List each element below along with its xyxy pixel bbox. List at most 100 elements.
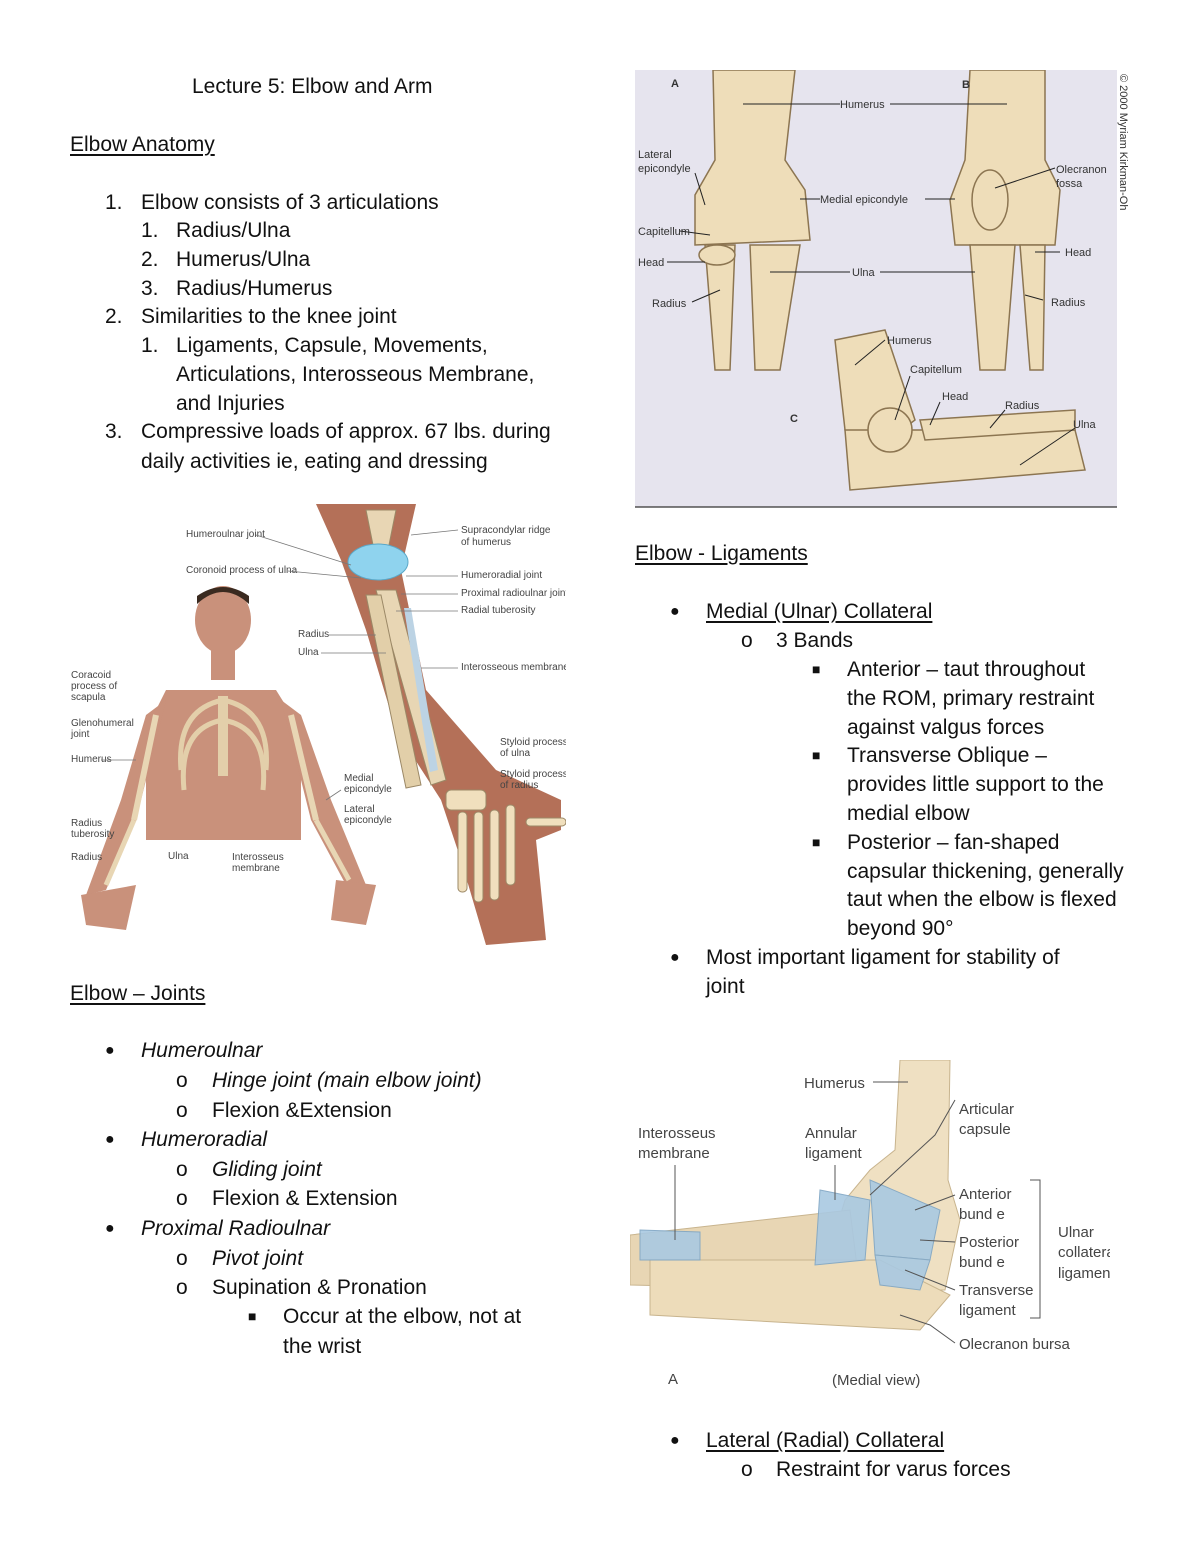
- label-c: C: [790, 413, 798, 425]
- panel-c-bones: [834, 329, 1086, 491]
- label-styloid-radius-2: of radius: [500, 780, 538, 791]
- label-interosseus-2: membrane: [638, 1145, 710, 1162]
- label-styloid-radius-1: Styloid process: [500, 769, 566, 780]
- label-capitellum-c: Capitellum: [910, 364, 962, 376]
- label-prox-radioulnar: Proximal radioulnar joint: [461, 588, 566, 599]
- section-heading-joints: Elbow – Joints: [70, 982, 206, 1005]
- label-medial-view: (Medial view): [832, 1372, 920, 1389]
- label-radial-tuberosity: Radial tuberosity: [461, 605, 535, 616]
- list-item-line: daily activities ie, eating and dressing: [141, 450, 488, 473]
- label-humeroulnar: Humeroulnar joint: [186, 529, 265, 540]
- list-num: 2.: [105, 305, 123, 328]
- label-medial-epi-2: epicondyle: [344, 784, 392, 795]
- label-glenohumeral-2: joint: [70, 729, 90, 740]
- list-num: 1.: [141, 219, 159, 242]
- copyright-text: © 2000 Myriam Kirkman-Oh: [1117, 74, 1129, 210]
- bone-labels: A B C Humerus Lateral epicondyle Olecran…: [638, 74, 1129, 431]
- list-item: Humeroulnar: [141, 1039, 263, 1062]
- circle-bullet-icon: o: [741, 1458, 753, 1481]
- list-num: 1.: [141, 334, 159, 357]
- ribs: [178, 697, 269, 791]
- list-item-line: taut when the elbow is flexed: [847, 888, 1117, 911]
- label-bursa: Olecranon bursa: [959, 1336, 1071, 1353]
- circle-bullet-icon: o: [741, 629, 753, 652]
- list-item: Similarities to the knee joint: [141, 305, 397, 328]
- label-styloid-ulna-1: Styloid process: [500, 737, 566, 748]
- label-olecranon-2: fossa: [1056, 178, 1083, 190]
- list-item: Proximal Radioulnar: [141, 1217, 331, 1240]
- bullet-icon: ●: [105, 1220, 115, 1237]
- label-ulna-c: Ulna: [1073, 419, 1097, 431]
- list-item: Elbow consists of 3 articulations: [141, 191, 439, 214]
- list-num: 3.: [141, 277, 159, 300]
- label-olecranon-1: Olecranon: [1056, 164, 1107, 176]
- label-humerus-c: Humerus: [887, 335, 932, 347]
- label-lateral-epi-1: Lateral: [344, 804, 375, 815]
- list-item-line: Most important ligament for stability of: [706, 946, 1060, 969]
- label-styloid-ulna-2: of ulna: [500, 748, 530, 759]
- label-transverse-1: Transverse: [959, 1282, 1033, 1299]
- section-heading-anatomy: Elbow Anatomy: [70, 133, 215, 156]
- list-item-line: capsular thickening, generally: [847, 860, 1124, 883]
- label-lateral-epi-2: epicondyle: [344, 815, 392, 826]
- square-bullet-icon: ■: [812, 661, 821, 677]
- label-radius: Radius: [298, 629, 329, 640]
- list-item: Flexion &Extension: [212, 1099, 392, 1122]
- list-item-line: the wrist: [283, 1335, 362, 1358]
- square-bullet-icon: ■: [248, 1308, 257, 1324]
- label-transverse-2: ligament: [959, 1302, 1017, 1319]
- label-panel-a: A: [668, 1371, 678, 1388]
- bullet-icon: ●: [670, 603, 680, 620]
- medial-leader-lines: [674, 1081, 1041, 1344]
- label-humeroradial: Humeroradial joint: [461, 570, 542, 581]
- bullet-icon: ●: [670, 949, 680, 966]
- head: [195, 586, 251, 654]
- label-anterior-2: bund e: [959, 1206, 1005, 1223]
- list-item-line: Compressive loads of approx. 67 lbs. dur…: [141, 420, 551, 443]
- label-head-b: Head: [1065, 247, 1091, 259]
- elbow-bones-medial: [630, 1060, 961, 1331]
- radius-bone: [365, 594, 422, 789]
- label-a: A: [671, 78, 679, 90]
- medial-labels: Humerus Articular capsule Interosseus me…: [638, 1075, 1110, 1389]
- label-annular-2: ligament: [805, 1145, 863, 1162]
- bullet-icon: ●: [670, 1432, 680, 1449]
- list-item-line: against valgus forces: [847, 716, 1045, 739]
- square-bullet-icon: ■: [812, 834, 821, 850]
- label-interosseus-1: Interosseus: [638, 1125, 716, 1142]
- label-humerus: Humerus: [840, 99, 885, 111]
- label-interosseous2-1: Interosseus: [232, 852, 284, 863]
- label-interosseous2-2: membrane: [232, 863, 280, 874]
- label-ulnar-1: Ulnar: [1058, 1224, 1094, 1241]
- label-annular-1: Annular: [805, 1125, 857, 1142]
- label-head: Head: [638, 257, 664, 269]
- list-item-line: Ligaments, Capsule, Movements,: [176, 334, 488, 357]
- list-item-line: joint: [706, 975, 745, 998]
- elbow-bones-figure: A B C Humerus Lateral epicondyle Olecran…: [635, 70, 1129, 508]
- label-lateral-epi-2: epicondyle: [638, 163, 691, 175]
- label-radius: Radius: [652, 298, 687, 310]
- list-item-line: and Injuries: [176, 392, 285, 415]
- list-item-line: Occur at the elbow, not at: [283, 1305, 522, 1328]
- circle-bullet-icon: o: [176, 1099, 188, 1122]
- list-item: Humeroradial: [141, 1128, 268, 1151]
- label-capitellum: Capitellum: [638, 226, 690, 238]
- skeleton-figure: Humeroulnar joint Coronoid process of ul…: [70, 504, 566, 945]
- label-coracoid-2: process of: [71, 681, 117, 692]
- list-item-heading: Lateral (Radial) Collateral: [706, 1429, 945, 1452]
- label-coronoid: Coronoid process of ulna: [186, 565, 298, 576]
- label-ulna: Ulna: [852, 267, 876, 279]
- list-item-line: beyond 90°: [847, 917, 954, 940]
- list-item: 3 Bands: [776, 629, 854, 652]
- label-posterior-1: Posterior: [959, 1234, 1019, 1251]
- elbow-joint-cartilage: [347, 543, 409, 581]
- leader-lines: [101, 529, 459, 801]
- label-medial-epi-1: Medial: [344, 773, 373, 784]
- list-item-line: medial elbow: [847, 802, 970, 825]
- square-bullet-icon: ■: [812, 747, 821, 763]
- label-medial-epi: Medial epicondyle: [820, 194, 908, 206]
- label-ulna: Ulna: [298, 647, 319, 658]
- label-ulnar-3: ligament: [1058, 1265, 1110, 1282]
- label-radius-tub-2: tuberosity: [71, 829, 114, 840]
- label-glenohumeral-1: Glenohumeral: [71, 718, 134, 729]
